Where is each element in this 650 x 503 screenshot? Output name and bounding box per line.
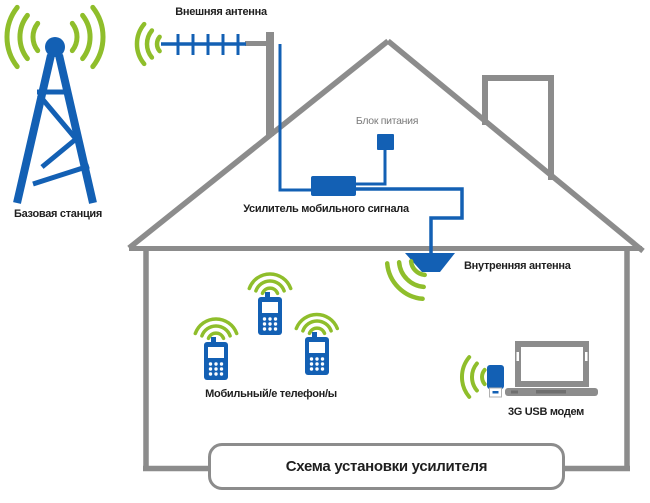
mobile-phone-icon — [305, 332, 329, 375]
cable-amplifier-to-indoor-antenna — [356, 187, 464, 254]
tower-brace-3 — [32, 163, 90, 187]
indoor-wave-3 — [384, 261, 425, 302]
cell-tower-icon — [13, 37, 97, 204]
internal-antenna-label: Внутренняя антенна — [464, 260, 571, 272]
phone2-wave-2 — [254, 279, 286, 293]
modem-body — [487, 365, 504, 389]
yagi-wave-1 — [154, 34, 162, 54]
signal-waves-icon — [193, 317, 239, 341]
phone-screen — [208, 347, 224, 358]
phone-antenna-nub — [265, 292, 270, 299]
tower-right-leg — [55, 54, 97, 204]
indoor-wave-2 — [396, 260, 426, 290]
phone-screen — [309, 342, 325, 353]
base-station-label: Базовая станция — [14, 208, 102, 220]
amplifier-icon — [311, 176, 356, 196]
phone3-wave-1 — [307, 326, 327, 336]
usb-modem-icon — [487, 365, 504, 398]
laptop-hinge-left — [516, 352, 519, 361]
antenna-elements — [176, 34, 240, 55]
phone3-wave-3 — [294, 312, 340, 331]
tower-wave-right-2 — [80, 12, 93, 62]
tower-brace-2 — [40, 137, 78, 169]
phone1-wave-3 — [193, 317, 239, 336]
house-icon — [127, 38, 645, 472]
modem-cap-contact — [492, 391, 499, 394]
modem-wave-1 — [480, 367, 487, 387]
mobile-phone-icon — [258, 292, 282, 335]
mobile-phones-label: Мобильный/е телефон/ы — [205, 388, 337, 400]
roof-right-slope — [386, 38, 645, 254]
tower-wave-right-1 — [69, 20, 80, 54]
indoor-antenna-icon — [405, 253, 455, 272]
modem-wave-3 — [459, 355, 472, 399]
cabling — [278, 44, 464, 254]
laptop-base-slot — [536, 390, 566, 394]
phone-antenna-nub — [211, 337, 216, 344]
usb-modem-label: 3G USB модем — [507, 406, 585, 418]
signal-waves-icon — [459, 355, 487, 399]
signal-waves-icon — [247, 272, 293, 296]
cable-power-to-amplifier — [356, 150, 387, 186]
signal-waves-icon — [4, 4, 106, 70]
power-supply-label: Блок питания — [355, 115, 419, 127]
phone1-wave-2 — [200, 324, 232, 338]
roof-left-slope — [127, 38, 390, 251]
banner: Схема установки усилителя — [208, 443, 565, 490]
external-antenna-label: Внешняя антенна — [175, 6, 267, 18]
tower-brace-1 — [37, 93, 78, 141]
tower-bulb — [45, 37, 65, 57]
indoor-wave-1 — [408, 259, 427, 278]
phone1-wave-1 — [206, 331, 226, 341]
phone-antenna-nub — [312, 332, 317, 339]
laptop-icon — [505, 341, 598, 396]
tower-wave-right-3 — [90, 4, 106, 70]
laptop-base-notch — [511, 390, 518, 394]
amplifier-label: Усилитель мобильного сигнала — [243, 203, 409, 215]
mobile-phone-icon — [204, 337, 228, 380]
banner-title: Схема установки усилителя — [285, 458, 488, 475]
power-supply-icon — [377, 134, 394, 150]
yagi-antenna-icon — [161, 32, 274, 136]
chimney — [482, 75, 554, 180]
signal-waves-icon — [294, 312, 340, 336]
phone-keypad — [208, 362, 224, 376]
tower-wave-left-1 — [30, 20, 41, 54]
phone-keypad — [262, 317, 278, 331]
phone3-wave-2 — [301, 319, 333, 333]
yagi-wave-3 — [134, 21, 147, 67]
laptop-hinge-right — [585, 352, 588, 361]
signal-waves-icon — [384, 259, 427, 302]
phone-keypad — [309, 357, 325, 371]
yagi-wave-2 — [144, 28, 155, 60]
modem-wave-2 — [469, 361, 479, 393]
phone-screen — [262, 302, 278, 313]
signal-waves-icon — [134, 21, 162, 67]
phone2-wave-3 — [247, 272, 293, 291]
phone2-wave-1 — [260, 286, 280, 296]
tower-wave-left-3 — [4, 4, 20, 70]
tower-wave-left-2 — [17, 12, 30, 62]
laptop-screen — [515, 341, 589, 387]
cable-antenna-to-amplifier — [278, 44, 312, 192]
tower-left-leg — [13, 54, 55, 204]
